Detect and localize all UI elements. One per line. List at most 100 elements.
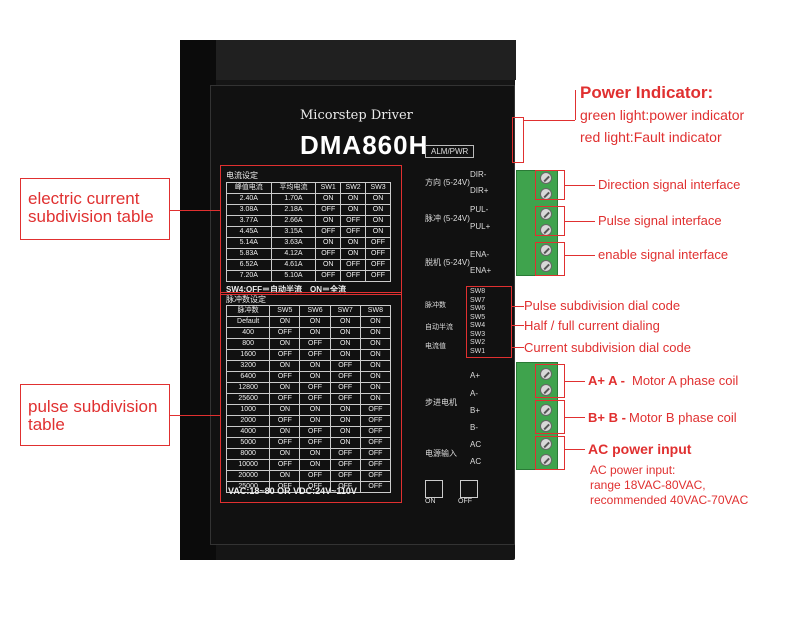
dip-switch-sw1[interactable]: SW1 xyxy=(470,347,486,355)
pulse-table-cell: 4000 xyxy=(225,426,271,438)
driver-top-bevel xyxy=(216,40,516,80)
motor-b-connector xyxy=(565,417,585,418)
pulse-table-cell: ON xyxy=(359,338,392,350)
electric-current-callout-box xyxy=(20,178,170,240)
ac-power-title: AC power input xyxy=(588,441,692,457)
pulse-table-highlight xyxy=(220,292,402,503)
current-table-highlight xyxy=(220,165,402,295)
driver-brand-label: Micorstep Driver xyxy=(300,108,413,123)
ac-power-line2: range 18VAC-80VAC, xyxy=(590,478,706,492)
ac1-label: AC xyxy=(470,440,482,449)
dip-switch-sw7[interactable]: SW7 xyxy=(470,296,486,304)
terminal-screw-icon[interactable] xyxy=(540,244,552,256)
direction-callout: Direction signal interface xyxy=(598,177,741,192)
ac-terminal-highlight xyxy=(535,436,565,470)
direction-group-label: 方向 (5-24V) xyxy=(425,178,470,187)
pulse-dial-callout: Pulse subdivision dial code xyxy=(524,298,681,313)
ena-minus-label: ENA- xyxy=(470,250,490,259)
motor-a-callout: Motor A phase coil xyxy=(632,373,739,388)
current-table-cell: OFF xyxy=(365,270,391,282)
terminal-screw-icon[interactable] xyxy=(540,208,552,220)
power-indicator-connector-h xyxy=(524,120,575,121)
dip-switch-highlight xyxy=(466,286,512,358)
ac-connector xyxy=(565,449,585,450)
b-minus-label: B- xyxy=(470,423,478,432)
pulse-table-cell: OFF xyxy=(359,481,392,493)
dip-switch-sw5[interactable]: SW5 xyxy=(470,313,486,321)
ac-power-line3: recommended 40VAC-70VAC xyxy=(590,493,749,507)
driver-model-label: DMA860H xyxy=(300,130,429,160)
dir-plus-label: DIR+ xyxy=(470,186,489,195)
terminal-screw-icon[interactable] xyxy=(540,260,552,272)
pulse-subdivision-callout-line2: table xyxy=(28,415,65,434)
direction-connector xyxy=(565,185,595,186)
pul-minus-label: PUL- xyxy=(470,205,489,214)
signal-terminal-block[interactable] xyxy=(516,170,558,276)
terminal-screw-icon[interactable] xyxy=(540,454,552,466)
motor-b-prefix: B+ B - xyxy=(588,410,626,425)
green-light-text: green light:power indicator xyxy=(580,107,745,123)
motor-b-callout: Motor B phase coil xyxy=(629,410,737,425)
current-table-cell: 7.20A xyxy=(226,270,272,282)
enable-group-label: 脱机 (5-24V) xyxy=(425,258,470,267)
ena-plus-label: ENA+ xyxy=(470,266,492,275)
dip-switch-sw3[interactable]: SW3 xyxy=(470,330,486,338)
terminal-screw-icon[interactable] xyxy=(540,438,552,450)
pulse-subdivision-connector xyxy=(170,415,220,416)
motor-a-terminal-highlight xyxy=(535,364,565,398)
terminal-screw-icon[interactable] xyxy=(540,368,552,380)
pulse-dial-connector xyxy=(512,306,524,307)
terminal-screw-icon[interactable] xyxy=(540,404,552,416)
pul-plus-label: PUL+ xyxy=(470,222,491,231)
current-table-cell: ON xyxy=(365,193,391,205)
ac-power-line1: AC power input: xyxy=(590,463,676,477)
dip-switch-sw4[interactable]: SW4 xyxy=(470,322,486,329)
motor-b-terminal-highlight xyxy=(535,400,565,434)
off-label: OFF xyxy=(458,498,472,505)
half-full-connector xyxy=(512,325,524,326)
terminal-screw-icon[interactable] xyxy=(540,384,552,396)
power-indicator-connector-v xyxy=(575,90,576,120)
dip-switch-sw8[interactable]: SW8 xyxy=(470,288,486,295)
motor-group-label: 步进电机 xyxy=(425,398,457,407)
power-group-label: 电源输入 xyxy=(425,449,457,458)
terminal-screw-icon[interactable] xyxy=(540,172,552,184)
terminal-screw-icon[interactable] xyxy=(540,420,552,432)
pulse-callout: Pulse signal interface xyxy=(598,213,722,228)
alm-pwr-indicator: ALM/PWR xyxy=(425,145,475,158)
dip-half-label: 自动半流 xyxy=(425,324,453,331)
off-switch-icon xyxy=(460,480,478,498)
current-table-cell: OFF xyxy=(365,259,391,271)
enable-callout: enable signal interface xyxy=(598,247,729,262)
dir-minus-label: DIR- xyxy=(470,170,487,179)
red-light-text: red light:Fault indicator xyxy=(580,129,722,145)
ac2-label: AC xyxy=(470,457,482,466)
pulse-table-cell: OFF xyxy=(269,481,301,493)
dip-switch-sw6[interactable]: SW6 xyxy=(470,305,486,312)
dip-switch-sw2[interactable]: SW2 xyxy=(470,339,486,346)
pulse-table-cell: 25000 xyxy=(225,481,271,493)
pulse-connector xyxy=(565,221,595,222)
sw4-note: SW4:OFF＝自动半流 ON＝全流 xyxy=(226,285,346,294)
pulse-table-title: 脉冲数设定 xyxy=(226,295,266,304)
motor-a-prefix: A+ A - xyxy=(588,373,625,388)
electric-current-connector xyxy=(170,210,220,211)
on-switch-icon xyxy=(425,480,443,498)
b-plus-label: B+ xyxy=(470,406,481,415)
pulse-group-label: 脉冲 (5-24V) xyxy=(425,214,470,223)
enable-connector xyxy=(565,255,595,256)
power-indicator-title: Power Indicator: xyxy=(580,83,714,102)
voltage-note: VAC:18~80 OR VDC:24V~110V xyxy=(228,486,357,496)
